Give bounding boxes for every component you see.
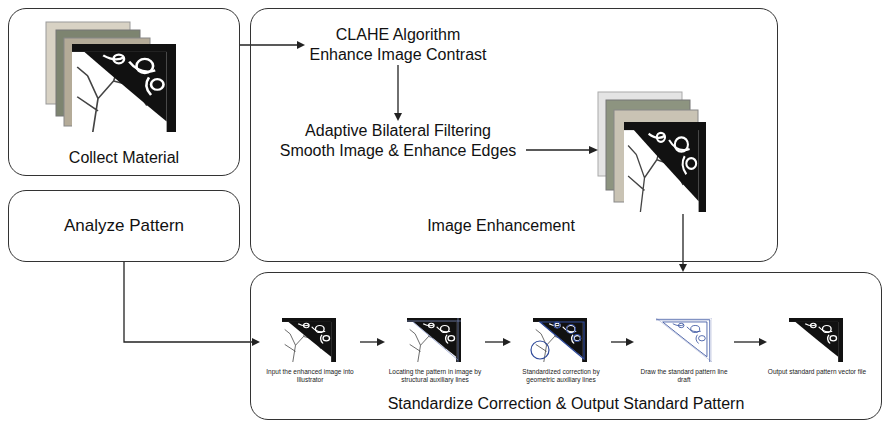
step-photo (282, 318, 336, 362)
connector-arrow (734, 338, 767, 346)
step-caption: Locating the pattern in image by structu… (385, 368, 485, 384)
step-caption: Input the enhanced image into Illustrato… (260, 368, 360, 384)
node-label: Collect Material (9, 149, 239, 167)
connector-arrow (679, 262, 687, 272)
connector-line (124, 262, 254, 342)
step-node: Draw the standard pattern line draft (634, 319, 734, 384)
flow-arrow (526, 146, 598, 154)
bracket-photo (624, 122, 706, 212)
step-node: Locating the pattern in image by structu… (385, 319, 485, 384)
collect-box: Collect Material (8, 8, 240, 176)
photo-stack (46, 22, 176, 132)
bracket-photo (72, 44, 176, 132)
step-caption: Output standard pattern vector file (767, 368, 867, 376)
auxiliary-lines (407, 318, 461, 362)
connector-line (485, 341, 505, 342)
analyze-box: Analyze Pattern (8, 190, 240, 262)
connector-line (734, 341, 761, 342)
step-photo-lines (407, 318, 461, 362)
arrow-head (297, 41, 305, 49)
vector-pattern (789, 318, 843, 362)
connector-arrow (124, 262, 260, 346)
step-image-slot (260, 319, 360, 365)
step-image-slot (634, 319, 734, 365)
arrow-head (626, 338, 634, 346)
node-label: Analyze Pattern (9, 215, 239, 237)
step-node: Output standard pattern vector file (767, 319, 867, 376)
step-photo-corrected (531, 318, 587, 362)
arrow-head (394, 113, 402, 121)
step-photo (407, 318, 461, 362)
connector-arrow (360, 338, 385, 346)
arrow-head (503, 338, 511, 346)
line-draft (656, 318, 712, 362)
connector-arrow (485, 338, 511, 346)
connector-line (397, 65, 398, 115)
process-text-node: Adaptive Bilateral Filtering Smooth Imag… (276, 121, 520, 161)
arrow-line (526, 149, 590, 150)
standardize-box: Standardize Correction & Output Standard… (250, 272, 882, 420)
step-node: Input the enhanced image into Illustrato… (260, 319, 360, 384)
node-label: Adaptive Bilateral Filtering Smooth Imag… (276, 121, 520, 161)
step-image-slot (511, 319, 611, 365)
connector-line (360, 341, 379, 342)
enhancement-box: Image Enhancement CLAHE Algorithm Enhance… (250, 8, 778, 262)
flow-line (682, 214, 683, 262)
enhanced-photo-stack (598, 92, 706, 212)
geometric-lines (531, 322, 584, 359)
connector-line (240, 44, 299, 45)
connector-arrow (611, 338, 634, 346)
step-photo (533, 318, 587, 362)
step-image-slot (767, 319, 867, 365)
process-text-node: CLAHE Algorithm Enhance Image Contrast (305, 25, 491, 65)
arrow-head (589, 146, 598, 154)
node-label: Image Enhancement (371, 217, 631, 235)
arrow-head (679, 264, 687, 272)
arrow-head (759, 338, 767, 346)
step-caption: Standardized correction by geometric aux… (511, 368, 611, 384)
step-node: Standardized correction by geometric aux… (511, 319, 611, 384)
step-caption: Draw the standard pattern line draft (634, 368, 734, 384)
connector-line (611, 341, 628, 342)
node-label: Standardize Correction & Output Standard… (251, 395, 881, 413)
node-label: CLAHE Algorithm Enhance Image Contrast (305, 25, 491, 65)
arrow-head (377, 338, 385, 346)
step-image-slot (385, 319, 485, 365)
arrow-head (252, 338, 260, 346)
connector-arrow (394, 65, 402, 121)
